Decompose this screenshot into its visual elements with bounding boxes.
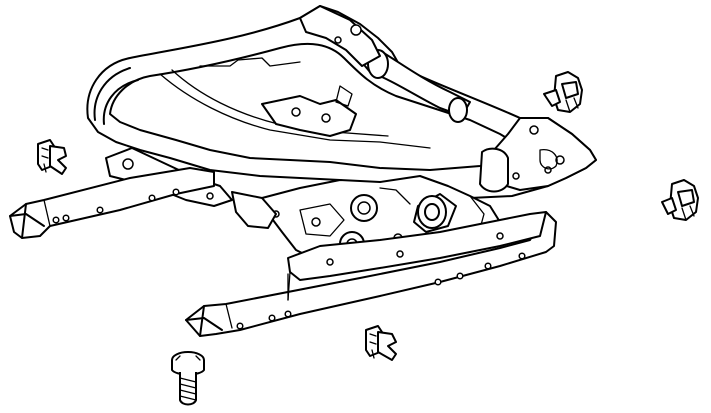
clip-upper-right[interactable] — [543, 71, 583, 113]
clip-left[interactable] — [37, 139, 67, 175]
clip-far-right[interactable] — [661, 179, 699, 221]
seat-frame[interactable] — [86, 5, 597, 199]
clip-bottom-center[interactable] — [365, 325, 397, 361]
left-track[interactable] — [9, 167, 215, 239]
right-track[interactable] — [185, 211, 557, 337]
bolt[interactable] — [171, 351, 205, 406]
